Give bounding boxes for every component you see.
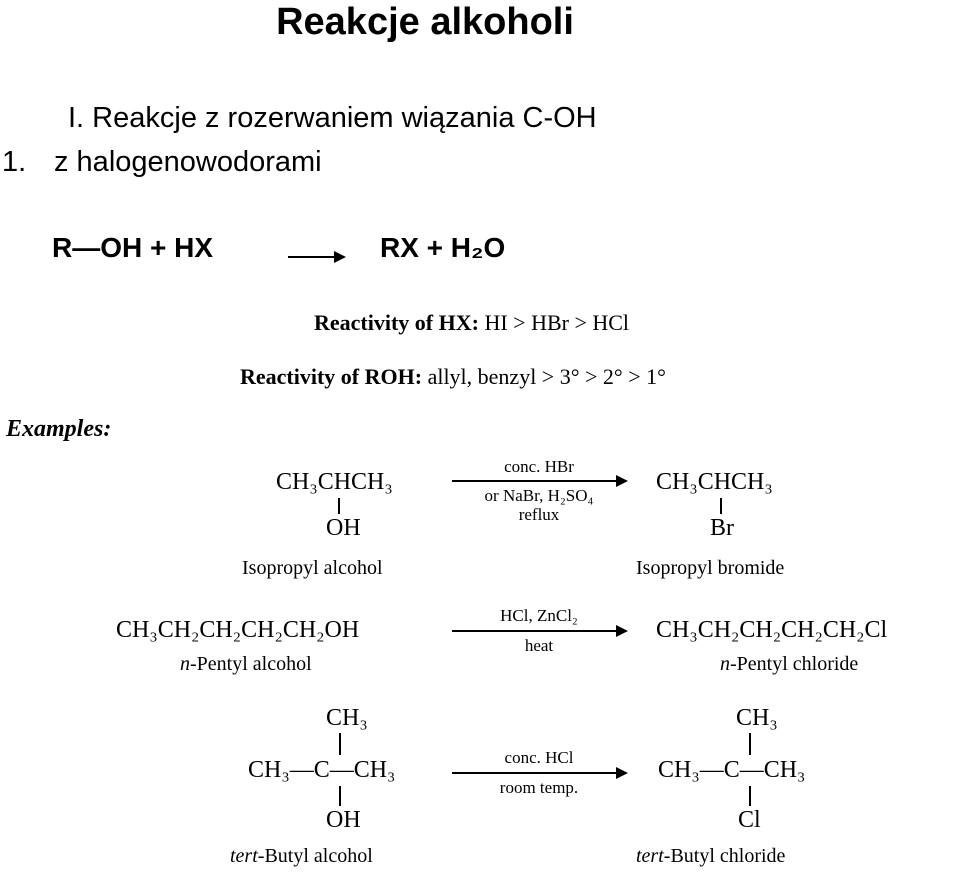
example1-product-bond bbox=[720, 498, 722, 514]
example3-product-prefix: tert bbox=[636, 845, 664, 867]
example1-cond-bottom: reflux bbox=[518, 505, 560, 524]
reactivity-roh-value: allyl, benzyl > 3° > 2° > 1° bbox=[427, 364, 666, 389]
example1-product-name: Isopropyl bromide bbox=[636, 557, 785, 579]
example3-cond-top: conc. HCl bbox=[504, 748, 574, 767]
example2-product: CH₃CH₂CH₂CH₂CH₂Cl bbox=[656, 617, 888, 643]
reactivity-roh: Reactivity of ROH: allyl, benzyl > 3° > … bbox=[240, 364, 666, 390]
example2-product-prefix: n bbox=[720, 653, 730, 675]
example3-reactant-prefix: tert bbox=[230, 845, 258, 867]
example3-reactant-name: tert-Butyl alcohol bbox=[230, 844, 373, 868]
example1-arrow bbox=[452, 475, 628, 487]
example3-product-top: CH₃ bbox=[736, 705, 778, 731]
page-title: Reakcje alkoholi bbox=[276, 1, 574, 43]
example2-cond-bottom: heat bbox=[524, 636, 554, 655]
general-equation-right: RX + H₂O bbox=[380, 232, 506, 263]
example1-product: CH₃CHCH₃ bbox=[656, 469, 773, 495]
examples-label: Examples: bbox=[6, 416, 112, 442]
example2-arrow bbox=[452, 625, 628, 637]
example3-arrow bbox=[452, 767, 628, 779]
example1-reactant: CH₃CHCH₃ bbox=[276, 469, 393, 495]
subsection-heading: 1. z halogenowodorami bbox=[2, 144, 322, 180]
example3-product-bond-bottom bbox=[749, 786, 751, 806]
example2-reactant-name-text: -Pentyl alcohol bbox=[190, 653, 312, 675]
example2-reactant: CH₃CH₂CH₂CH₂CH₂OH bbox=[116, 617, 360, 643]
example3-product-name: tert-Butyl chloride bbox=[636, 844, 785, 868]
example3-product-sub: Cl bbox=[738, 807, 761, 833]
section-heading: I. Reakcje z rozerwaniem wiązania C-OH bbox=[68, 102, 597, 134]
example3-reactant-top: CH₃ bbox=[326, 705, 368, 731]
example2-reactant-name: n-Pentyl alcohol bbox=[180, 652, 312, 676]
reactivity-hx-label: Reactivity of HX: bbox=[314, 310, 479, 335]
reactivity-hx-value: HI > HBr > HCl bbox=[484, 310, 630, 335]
example3-cond-bottom: room temp. bbox=[499, 778, 579, 797]
example1-reactant-sub: OH bbox=[326, 515, 361, 541]
example3-reactant-bond-bottom bbox=[339, 786, 341, 806]
example3-reactant-sub: OH bbox=[326, 807, 361, 833]
reactivity-roh-label: Reactivity of ROH: bbox=[240, 364, 423, 389]
example3-product: CH₃—C—CH₃ bbox=[658, 757, 806, 783]
example1-reactant-name: Isopropyl alcohol bbox=[242, 557, 383, 579]
general-equation-arrow bbox=[288, 251, 346, 263]
example1-cond-top: conc. HBr bbox=[504, 457, 574, 476]
example1-product-sub: Br bbox=[710, 515, 734, 541]
example2-product-name: n-Pentyl chloride bbox=[720, 652, 858, 676]
example2-cond-top: HCl, ZnCl₂ bbox=[500, 606, 578, 625]
example3-product-bond-top bbox=[749, 733, 751, 755]
subsection-text: z halogenowodorami bbox=[54, 146, 322, 178]
general-equation-left: R—OH + HX bbox=[52, 232, 214, 263]
example3-reactant-name-text: -Butyl alcohol bbox=[257, 845, 373, 867]
example3-reactant-bond-top bbox=[339, 733, 341, 755]
example3-reactant: CH₃—C—CH₃ bbox=[248, 757, 396, 783]
reactivity-hx: Reactivity of HX: HI > HBr > HCl bbox=[314, 310, 629, 336]
example3-product-name-text: -Butyl chloride bbox=[663, 845, 786, 867]
example1-cond-mid: or NaBr, H₂SO₄ bbox=[484, 486, 594, 505]
example1-reactant-bond bbox=[338, 498, 340, 514]
example2-reactant-prefix: n bbox=[180, 653, 190, 675]
subsection-number: 1. bbox=[2, 146, 27, 178]
example2-product-name-text: -Pentyl chloride bbox=[730, 653, 859, 675]
